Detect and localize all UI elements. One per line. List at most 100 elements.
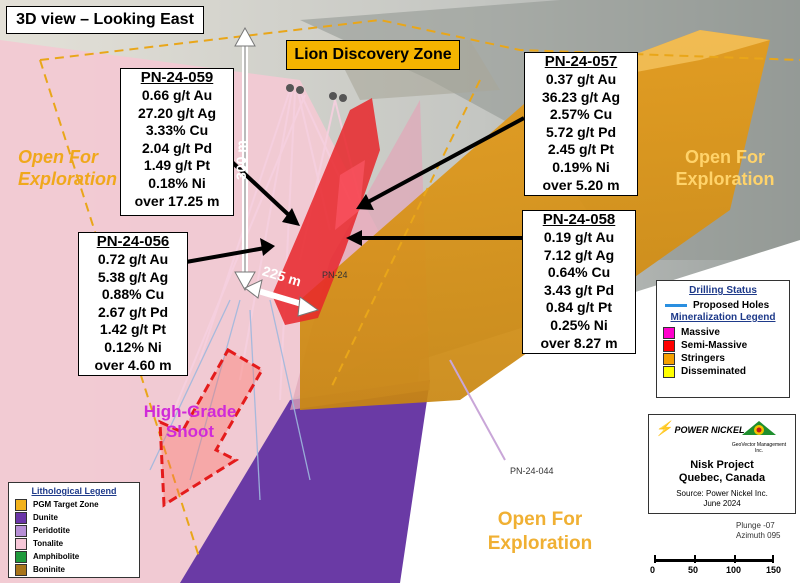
intercept-line: 5.38 g/t Ag	[97, 268, 169, 285]
intercept-line: 27.20 g/t Ag	[137, 104, 217, 121]
intercept-line: 36.23 g/t Ag	[541, 88, 621, 105]
legend-label: Tonalite	[33, 539, 64, 548]
intercept-line: 0.66 g/t Au	[141, 87, 213, 103]
view-title: 3D view – Looking East	[6, 6, 204, 34]
intercept-line: 2.67 g/t Pd	[97, 303, 169, 320]
legend-label: Disseminated	[681, 366, 747, 377]
scale-tick: 50	[688, 565, 699, 575]
legend-row-disseminated: Disseminated	[663, 365, 783, 378]
hole-tag: PN-24	[322, 270, 348, 280]
scale-tick: 100	[726, 565, 742, 575]
callout-arrows	[185, 116, 525, 264]
intercept-hole-id: PN-24-059	[140, 69, 214, 86]
intercept-line: 0.18% Ni	[148, 174, 206, 191]
intercept-line: 1.49 g/t Pt	[143, 157, 211, 174]
legend-row-pgm: PGM Target Zone	[15, 498, 133, 511]
intercept-line: 0.19% Ni	[552, 158, 610, 175]
high-grade-shoot-label: High-Grade Shoot	[143, 402, 237, 441]
intercept-line: 3.43 g/t Pd	[543, 281, 615, 298]
intercept-line: 0.12% Ni	[104, 338, 162, 355]
intercept-line: 0.88% Cu	[101, 286, 165, 303]
intercept-line: 1.42 g/t Pt	[99, 321, 167, 338]
legend-row-semi-massive: Semi-Massive	[663, 339, 783, 352]
dimension-horizontal	[244, 279, 320, 317]
intercept-box-pn-24-058: PN-24-058 0.19 g/t Au 7.12 g/t Ag 0.64% …	[522, 210, 636, 354]
project-info-box: ⚡POWER NICKEL GeoVector Management Inc. …	[648, 414, 796, 514]
legend-row-amphibolite: Amphibolite	[15, 550, 133, 563]
scale-tick: 150	[766, 565, 782, 575]
intercept-line: 2.45 g/t Pt	[547, 141, 615, 158]
hole-pn-24-044-trace	[449, 359, 506, 461]
project-date: June 2024	[703, 499, 741, 508]
legend-label: Boninite	[33, 565, 65, 574]
legend-row-peridotite: Peridotite	[15, 524, 133, 537]
intercept-box-pn-24-056: PN-24-056 0.72 g/t Au 5.38 g/t Ag 0.88% …	[78, 232, 188, 376]
power-nickel-icon: ⚡	[655, 420, 673, 436]
intercept-hole-id: PN-24-057	[544, 53, 618, 70]
legend-swatch	[15, 524, 27, 537]
legend-swatch	[15, 563, 27, 576]
legend-row-boninite: Boninite	[15, 563, 133, 576]
intercept-hole-id: PN-24-056	[96, 233, 170, 250]
legend-label: Stringers	[681, 353, 725, 364]
intercept-line: 0.64% Cu	[547, 264, 611, 281]
plunge-readout: Plunge -07	[736, 521, 775, 530]
legend-label: Amphibolite	[33, 552, 80, 561]
intercept-line: 3.33% Cu	[145, 122, 209, 139]
legend-row-stringers: Stringers	[663, 352, 783, 365]
geovector-icon	[742, 421, 776, 435]
lion-zone-label: Lion Discovery Zone	[286, 40, 460, 70]
dimension-vertical-label: 300 m	[233, 140, 249, 180]
scale-tick: 0	[650, 565, 656, 575]
legend-swatch	[663, 365, 675, 378]
high-grade-shoot-arrow	[158, 347, 265, 508]
callout-arrowheads	[260, 194, 374, 256]
lithological-legend: Lithological Legend PGM Target Zone Duni…	[8, 482, 140, 578]
geovector-logo: GeoVector Management Inc.	[729, 419, 789, 454]
proposed-holes	[149, 299, 311, 501]
semi-massive-highlight	[335, 160, 365, 230]
scale-bar-line	[654, 559, 774, 562]
legend-label: PGM Target Zone	[33, 500, 99, 509]
legend-swatch	[15, 498, 27, 511]
intercept-box-pn-24-057: PN-24-057 0.37 g/t Au 36.23 g/t Ag 2.57%…	[524, 52, 638, 196]
proposed-holes-row: Proposed Holes	[663, 299, 783, 312]
project-location: Quebec, Canada	[678, 472, 766, 484]
intercept-line: 0.25% Ni	[550, 316, 608, 333]
legend-swatch	[15, 537, 27, 550]
intercept-line: over 4.60 m	[94, 356, 172, 373]
project-source: Source: Power Nickel Inc.	[676, 489, 768, 498]
legend-swatch	[663, 352, 675, 365]
proposed-holes-label: Proposed Holes	[693, 300, 770, 311]
intercept-box-pn-24-059: PN-24-059 0.66 g/t Au 27.20 g/t Ag 3.33%…	[120, 68, 234, 216]
legend-swatch	[15, 511, 27, 524]
legend-swatch	[15, 550, 27, 563]
intercept-line: 7.12 g/t Ag	[543, 246, 615, 263]
intercept-line: 2.57% Cu	[549, 106, 613, 123]
legend-label: Semi-Massive	[681, 340, 748, 351]
dunite-body	[180, 380, 430, 583]
mineralization-legend-title: Mineralization Legend	[670, 312, 776, 323]
exploration-outline-center	[329, 79, 481, 391]
intercept-line: 0.37 g/t Au	[545, 71, 617, 87]
intercept-line: over 5.20 m	[542, 176, 620, 193]
legend-swatch	[663, 339, 675, 352]
project-name: Nisk Project	[690, 459, 754, 471]
semi-massive-body	[272, 98, 380, 325]
legend-row-tonalite: Tonalite	[15, 537, 133, 550]
proposed-holes-swatch	[665, 304, 687, 307]
legend-label: Massive	[681, 327, 720, 338]
intercept-hole-id: PN-24-058	[542, 211, 616, 228]
dimension-vertical	[234, 26, 256, 292]
legend-swatch	[663, 326, 675, 339]
drill-collars	[286, 84, 347, 102]
intercept-line: over 8.27 m	[540, 334, 618, 351]
power-nickel-logo: ⚡POWER NICKEL	[655, 420, 745, 436]
intercept-line: 0.84 g/t Pt	[545, 299, 613, 316]
open-label-right: Open For Exploration	[675, 147, 775, 189]
exploration-outline-top	[39, 18, 800, 61]
hole-tag-044: PN-24-044	[510, 466, 554, 476]
azimuth-readout: Azimuth 095	[736, 531, 781, 540]
scale-bar: 0 50 100 150	[650, 545, 790, 581]
